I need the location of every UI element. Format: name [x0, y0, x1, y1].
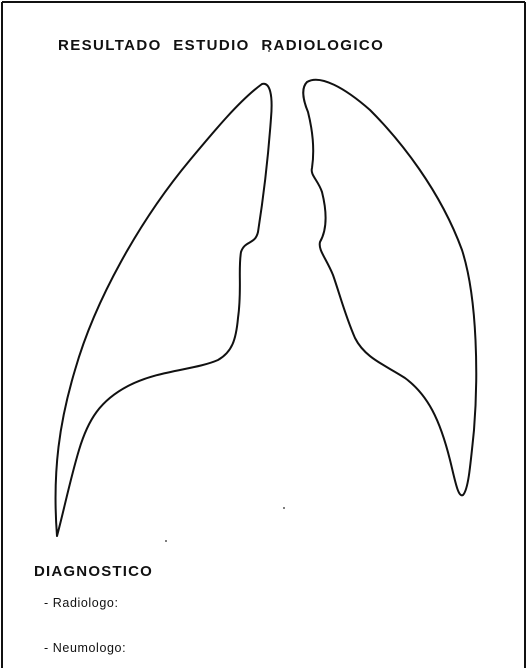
- scan-speck: [268, 50, 270, 52]
- left-lung-outline: [56, 84, 272, 536]
- neumologo-label: Neumologo:: [53, 641, 126, 655]
- diagnosis-heading: DIAGNOSTICO: [34, 563, 153, 580]
- radiologo-field: -Radiologo:: [44, 596, 119, 610]
- neumologo-field: -Neumologo:: [44, 641, 126, 655]
- radiologo-label: Radiologo:: [53, 596, 119, 610]
- right-lung-outline: [303, 80, 476, 496]
- scan-speck: [165, 540, 167, 542]
- field-dash: -: [44, 641, 49, 655]
- scan-speck: [283, 507, 285, 509]
- field-dash: -: [44, 596, 49, 610]
